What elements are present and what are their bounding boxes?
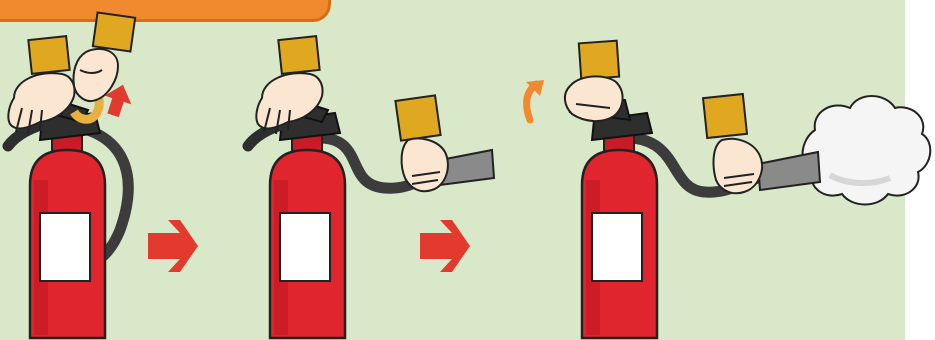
hand-pulling-pin (72, 11, 137, 102)
label-panel (591, 212, 643, 282)
label-panel (279, 212, 331, 282)
right-arrow-icon (148, 220, 198, 272)
step-3 (523, 39, 932, 340)
hand-holding-hose (394, 94, 449, 193)
spray-cloud (801, 95, 932, 206)
extinguisher (568, 92, 659, 340)
curved-arrow-icon (523, 80, 544, 124)
up-arrow-icon (104, 84, 132, 118)
extinguisher (242, 96, 347, 340)
hand-holding-lever (255, 35, 324, 135)
hand-holding-hose (701, 92, 763, 195)
label-panel (39, 212, 91, 282)
right-arrow-icon (420, 220, 470, 272)
step-2 (242, 35, 496, 340)
header-tab (0, 0, 331, 22)
hand-squeezing-lever (564, 39, 624, 122)
lower-lever (2, 112, 76, 152)
step-1 (2, 11, 137, 340)
hand-holding-lever (7, 35, 76, 135)
nozzle (756, 150, 822, 192)
extinguisher (2, 96, 107, 340)
